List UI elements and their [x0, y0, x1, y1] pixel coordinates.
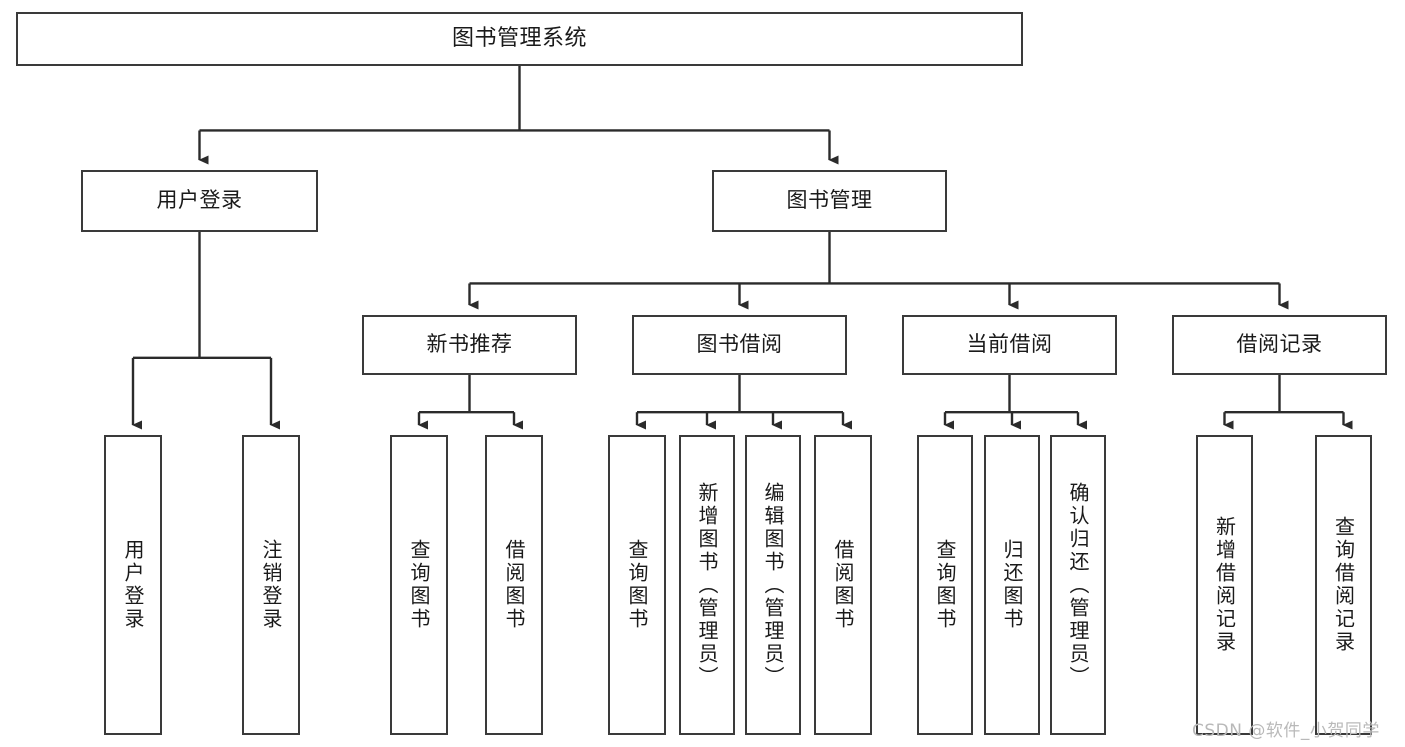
node-borrow-record[interactable]: 借阅记录: [1172, 315, 1387, 375]
node-label: 借阅图书: [502, 539, 526, 631]
node-leaf-logout[interactable]: 注销登录: [242, 435, 300, 735]
node-current-borrow[interactable]: 当前借阅: [902, 315, 1117, 375]
node-leaf-add-record[interactable]: 新增借阅记录: [1196, 435, 1253, 735]
node-label: 查询图书: [407, 539, 431, 631]
node-leaf-borrow-book-1[interactable]: 借阅图书: [485, 435, 543, 735]
node-label: 用户登录: [121, 539, 145, 631]
node-root[interactable]: 图书管理系统: [16, 12, 1023, 66]
node-label: 用户登录: [156, 188, 243, 213]
node-new-book-rec[interactable]: 新书推荐: [362, 315, 577, 375]
node-leaf-query-record[interactable]: 查询借阅记录: [1315, 435, 1372, 735]
node-label: 查询图书: [933, 539, 957, 631]
node-label: 新增图书（管理员）: [695, 481, 719, 689]
node-label: 编辑图书（管理员）: [761, 481, 785, 689]
node-leaf-user-login[interactable]: 用户登录: [104, 435, 162, 735]
node-label: 图书管理: [786, 188, 873, 213]
node-label: 注销登录: [259, 539, 283, 631]
node-leaf-borrow-book-2[interactable]: 借阅图书: [814, 435, 872, 735]
node-user-login[interactable]: 用户登录: [81, 170, 318, 232]
node-label: 当前借阅: [966, 332, 1053, 357]
node-leaf-query-book-1[interactable]: 查询图书: [390, 435, 448, 735]
node-leaf-edit-book[interactable]: 编辑图书（管理员）: [745, 435, 801, 735]
watermark-label: CSDN @软件_小贺同学: [1192, 721, 1380, 741]
node-label: 归还图书: [1000, 539, 1024, 631]
node-label: 确认归还（管理员）: [1066, 481, 1090, 689]
node-label: 查询图书: [625, 539, 649, 631]
node-book-borrow[interactable]: 图书借阅: [632, 315, 847, 375]
node-leaf-query-book-2[interactable]: 查询图书: [608, 435, 666, 735]
node-leaf-query-book-3[interactable]: 查询图书: [917, 435, 973, 735]
node-leaf-confirm-return[interactable]: 确认归还（管理员）: [1050, 435, 1106, 735]
node-label: 图书借阅: [696, 332, 783, 357]
node-label: 图书管理系统: [451, 25, 587, 51]
node-label: 查询借阅记录: [1331, 516, 1356, 654]
node-label: 借阅记录: [1236, 332, 1323, 357]
node-label: 借阅图书: [831, 539, 855, 631]
node-book-mgmt[interactable]: 图书管理: [712, 170, 947, 232]
node-leaf-add-book[interactable]: 新增图书（管理员）: [679, 435, 735, 735]
node-label: 新书推荐: [426, 332, 513, 357]
node-label: 新增借阅记录: [1212, 516, 1237, 654]
node-leaf-return-book[interactable]: 归还图书: [984, 435, 1040, 735]
